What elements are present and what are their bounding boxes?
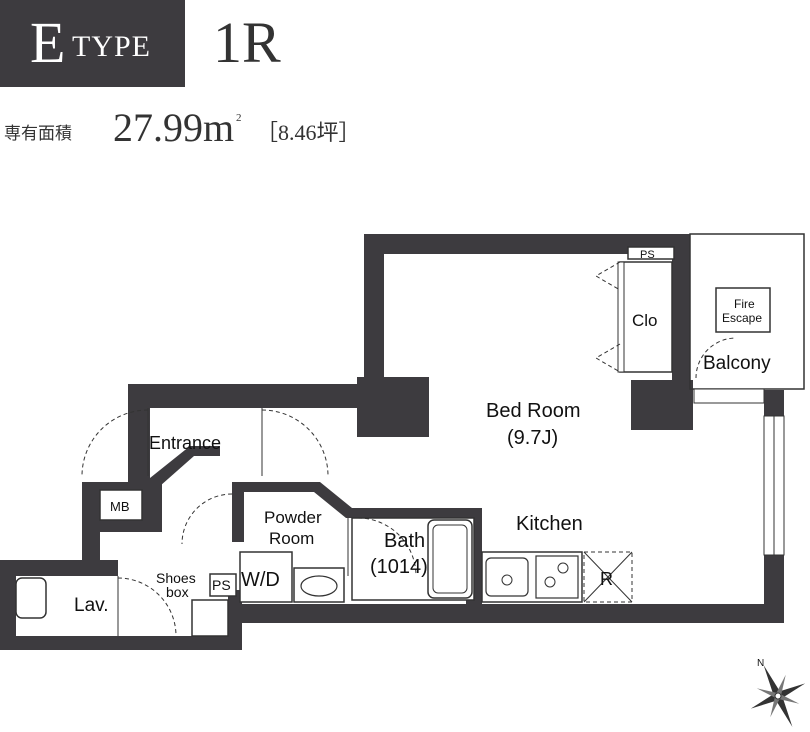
type-badge: E TYPE (0, 0, 185, 87)
bath-label: Bath (384, 530, 425, 552)
powder-room-label-2: Room (269, 529, 314, 548)
balcony-label: Balcony (703, 353, 771, 374)
type-letter: E (30, 10, 66, 75)
area-label: 専有面積 (4, 124, 72, 144)
wd-box (239, 551, 293, 603)
entrance-label: Entrance (149, 433, 221, 453)
wd-label: W/D (241, 569, 280, 591)
fire-escape-label-1: Fire (734, 297, 755, 311)
closet-label: Clo (632, 311, 658, 330)
fridge-label: R (600, 569, 613, 589)
bath-size: (1014) (370, 556, 428, 578)
ps-box-top (627, 246, 675, 260)
ps-top-label: PS (640, 249, 655, 261)
fire-escape-label-2: Escape (722, 311, 762, 325)
compass-icon (750, 665, 806, 727)
area-value: 27.99m (113, 105, 235, 150)
shoes-box-label-2: box (166, 584, 189, 600)
compass-north-label: N (757, 658, 764, 669)
bedroom-size: (9.7J) (507, 427, 558, 449)
mb-box (99, 489, 143, 521)
lav-label: Lav. (74, 595, 109, 616)
area-tsubo: ［8.46坪］ (256, 120, 361, 145)
walls (0, 234, 784, 650)
shoes-box-label-1: Shoes (156, 570, 196, 586)
bedroom-label: Bed Room (486, 400, 581, 422)
shoes-box (191, 599, 229, 637)
ps-bottom-label: PS (212, 577, 231, 593)
mb-label: MB (110, 499, 130, 514)
fire-escape-box (715, 287, 771, 333)
fridge-space (583, 551, 633, 603)
type-word: TYPE (72, 30, 151, 63)
kitchen-label: Kitchen (516, 513, 583, 535)
ps-box-bottom (209, 573, 237, 597)
powder-room-label-1: Powder (264, 508, 322, 527)
kitchen-counter (481, 551, 583, 603)
area-unit-superscript: 2 (236, 112, 242, 124)
layout-name: 1R (213, 10, 281, 75)
